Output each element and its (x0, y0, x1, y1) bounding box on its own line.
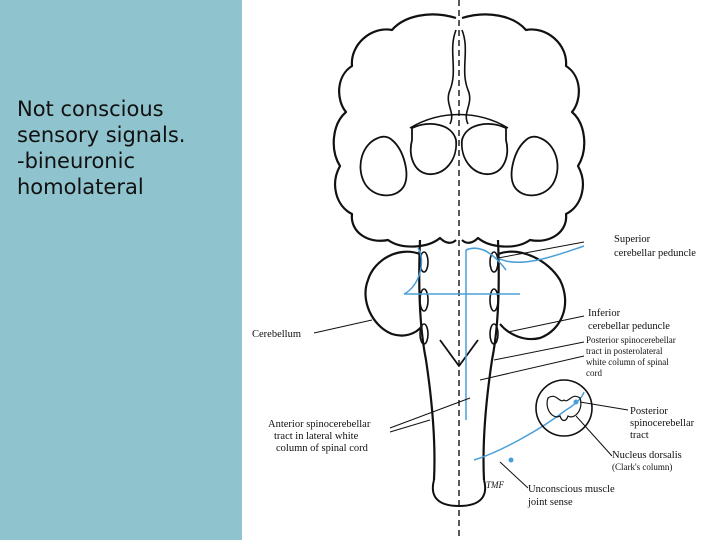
left-sulcus (447, 29, 457, 125)
label-unconscious-1: Unconscious muscle (528, 484, 615, 495)
label-post-small-3: tract (630, 430, 649, 441)
posterior-path (497, 245, 585, 263)
leader-post-small (579, 401, 629, 411)
spinocerebellar-diagram: Superior cerebellar peduncle Inferior ce… (242, 0, 720, 540)
right-temporal-lobe (510, 135, 559, 197)
caption-line-2: sensory signals. (17, 123, 186, 147)
left-peduncle-mid (419, 288, 429, 312)
brainstem-right (482, 239, 500, 481)
caption-line-1: Not conscious (17, 97, 164, 121)
label-inferior-2: cerebellar peduncle (588, 321, 670, 332)
left-temporal-lobe (359, 135, 408, 197)
leader-anterior-1 (389, 397, 471, 429)
left-hemisphere (332, 13, 457, 248)
label-nucleus-2: (Clark's column) (612, 462, 672, 472)
slide-caption: Not conscious sensory signals. -bineuron… (17, 96, 237, 200)
anterior-path (403, 247, 423, 295)
label-inferior-1: Inferior (588, 308, 621, 319)
cerebellum-right (497, 250, 567, 341)
caption-line-4: homolateral (17, 175, 144, 199)
label-superior-1: Superior (614, 234, 651, 245)
leader-anterior-2 (389, 419, 431, 433)
label-anterior-2: tract in lateral white (274, 431, 359, 442)
leader-lines (313, 241, 629, 489)
spinal-cross-section (535, 379, 593, 437)
right-peduncle-upper (489, 251, 499, 273)
label-unconscious-2: joint sense (527, 497, 573, 508)
right-curve (465, 247, 507, 271)
label-cerebellum: Cerebellum (252, 329, 301, 340)
spinal-path (473, 409, 567, 461)
diagram-svg: Superior cerebellar peduncle Inferior ce… (252, 0, 696, 540)
leader-posterior (493, 341, 585, 361)
leader-nucleus (575, 415, 613, 457)
peduncles (419, 251, 499, 345)
label-post-tract-1: Posterior spinocerebellar (586, 335, 676, 345)
cerebellum-left (364, 250, 423, 337)
sense-dot (508, 457, 514, 463)
sidebar-panel (0, 0, 242, 540)
right-peduncle-mid (489, 288, 499, 312)
cross-section-butterfly (546, 395, 582, 422)
label-post-small-2: spinocerebellar (630, 418, 695, 429)
left-peduncle-upper (419, 251, 429, 273)
label-post-tract-3: white column of spinal (586, 357, 669, 367)
right-peduncle-low (489, 323, 499, 345)
left-thalamus (409, 123, 457, 175)
cross-section-dot (573, 399, 579, 405)
leader-posterior-2 (479, 355, 585, 381)
label-post-small-1: Posterior (630, 406, 668, 417)
label-superior-2: cerebellar peduncle (614, 248, 696, 259)
leader-cerebellum (313, 319, 373, 334)
right-thalamus (461, 123, 509, 175)
label-anterior-1: Anterior spinocerebellar (268, 419, 371, 430)
cross-section-outer (535, 379, 593, 437)
label-post-tract-2: tract in posterolateral (586, 346, 663, 356)
brainstem-left (418, 239, 436, 481)
label-anterior-3: column of spinal cord (276, 443, 369, 454)
caption-line-3: -bineuronic (17, 149, 135, 173)
right-sulcus (461, 29, 471, 125)
leader-inferior (507, 315, 585, 333)
right-hemisphere (461, 13, 586, 248)
label-post-tract-4: cord (586, 368, 602, 378)
label-nucleus-1: Nucleus dorsalis (612, 450, 682, 461)
leader-unconscious (499, 461, 529, 489)
leader-superior (497, 241, 585, 259)
label-initials: TMF (486, 480, 505, 490)
left-peduncle-low (419, 323, 429, 345)
